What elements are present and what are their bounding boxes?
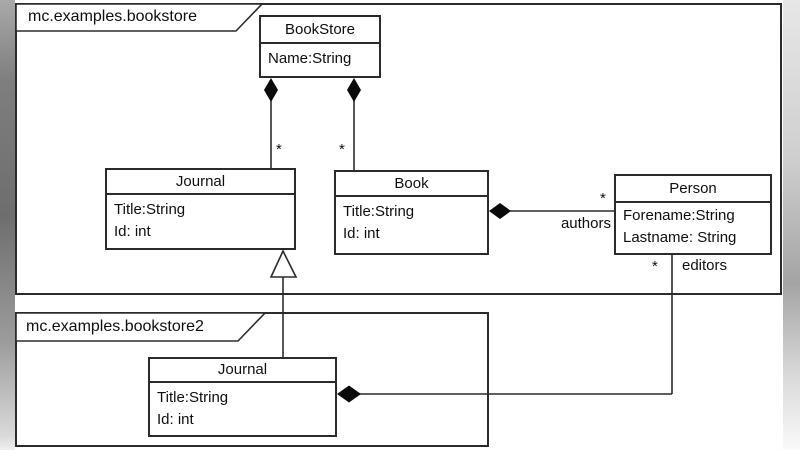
class-title: Book xyxy=(336,172,487,197)
class-title: Person xyxy=(616,176,770,203)
class-attribute: Name:String xyxy=(268,50,352,67)
class-attribute: Id: int xyxy=(157,411,194,428)
role-label-authors: authors xyxy=(560,215,611,232)
class-attribute: Title:String xyxy=(343,203,415,220)
generalization-journal2-journal1[interactable] xyxy=(269,249,298,357)
class-attribute: Id: int xyxy=(343,225,380,242)
class-person[interactable]: Person Forename:String Lastname: String xyxy=(614,174,772,255)
multiplicity-authors: * xyxy=(600,190,606,207)
class-journal-bookstore2[interactable]: Journal Title:String Id: int xyxy=(148,357,337,437)
class-attribute: Title:String xyxy=(157,389,229,406)
multiplicity-editors: * xyxy=(652,258,658,275)
composition-diamond-icon xyxy=(489,203,511,219)
composition-bookstore-book[interactable] xyxy=(347,78,361,170)
class-title: BookStore xyxy=(261,17,379,44)
multiplicity-book: * xyxy=(339,141,345,158)
class-attribute: Id: int xyxy=(114,223,151,240)
class-bookstore[interactable]: BookStore Name:String xyxy=(259,15,381,78)
class-book[interactable]: Book Title:String Id: int xyxy=(334,170,489,255)
right-vignette-strip xyxy=(783,0,800,450)
generalization-arrow-icon xyxy=(269,249,298,278)
class-attribute: Lastname: String xyxy=(623,229,737,246)
class-title: Journal xyxy=(150,359,335,383)
composition-diamond-icon xyxy=(347,78,361,102)
class-attribute: Title:String xyxy=(114,201,186,218)
class-title: Journal xyxy=(107,170,294,195)
left-vignette-strip xyxy=(0,0,15,450)
package-name-bookstore2: mc.examples.bookstore2 xyxy=(26,318,204,335)
association-editors[interactable] xyxy=(337,255,673,403)
multiplicity-journal: * xyxy=(276,141,282,158)
class-attribute: Forename:String xyxy=(623,207,735,224)
class-journal-bookstore[interactable]: Journal Title:String Id: int xyxy=(105,168,296,250)
role-label-editors: editors xyxy=(682,257,728,274)
composition-diamond-icon xyxy=(264,78,278,102)
package-name-bookstore: mc.examples.bookstore xyxy=(28,8,197,25)
composition-diamond-icon xyxy=(337,385,361,403)
